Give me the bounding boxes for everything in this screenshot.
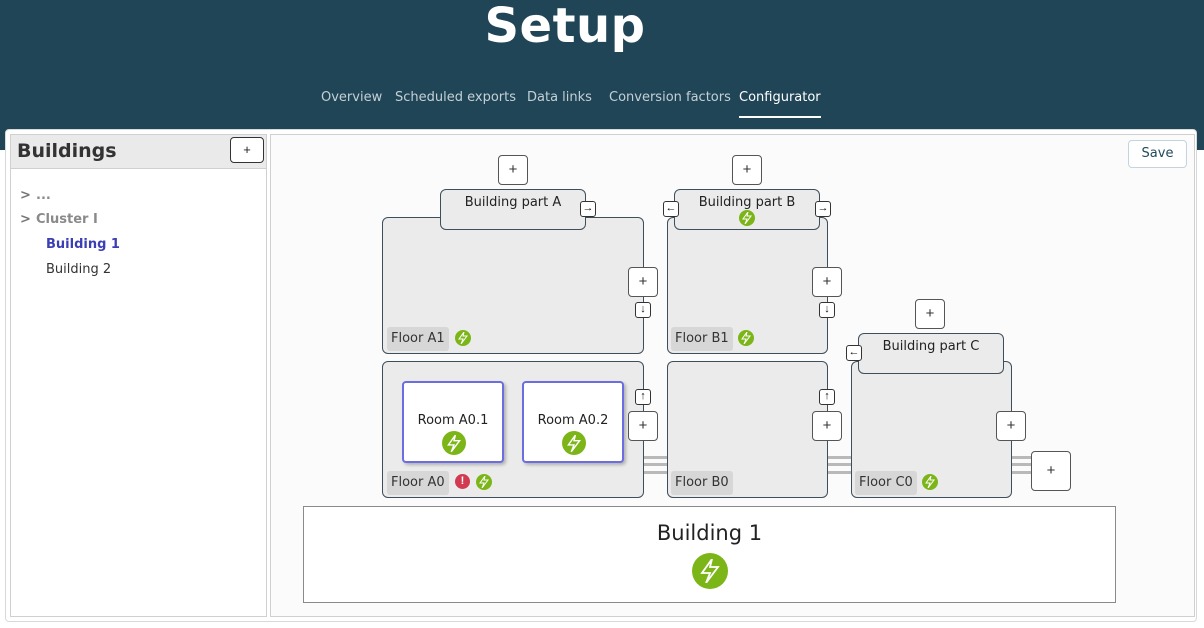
floor-a1-label: Floor A1: [387, 327, 449, 351]
save-button[interactable]: Save: [1128, 140, 1187, 168]
building-part-a-header[interactable]: Building part A: [440, 189, 586, 230]
move-right-arrow-icon[interactable]: →: [815, 201, 831, 217]
energy-bolt-icon: [442, 431, 466, 455]
energy-bolt-icon: [562, 431, 586, 455]
app-header: Setup Overview Scheduled exports Data li…: [0, 0, 1204, 150]
energy-bolt-icon: [476, 474, 492, 490]
floor-b0-label: Floor B0: [671, 471, 733, 495]
add-room-c0-button[interactable]: +: [996, 411, 1026, 441]
tab-scheduled-exports[interactable]: Scheduled exports: [395, 90, 517, 105]
room-label: Room A0.1: [417, 413, 489, 428]
sidebar-title: Buildings: [17, 140, 117, 162]
building-part-c-label: Building part C: [882, 339, 980, 354]
add-floor-a-button[interactable]: +: [628, 267, 658, 297]
energy-bolt-icon: [739, 210, 755, 226]
room-a0-2[interactable]: Room A0.2: [522, 381, 624, 463]
energy-bolt-icon: [922, 474, 938, 490]
add-building-button[interactable]: +: [230, 137, 264, 163]
tree-item-building-2[interactable]: Building 2: [46, 262, 112, 277]
move-right-arrow-icon[interactable]: →: [580, 201, 596, 217]
tree-item-ellipsis[interactable]: > ...: [20, 188, 51, 203]
add-building-part-button[interactable]: +: [1031, 451, 1071, 491]
tree-item-building-1[interactable]: Building 1: [46, 237, 120, 252]
floor-connector: [1011, 456, 1032, 474]
building-part-b-label: Building part B: [698, 195, 796, 210]
tab-overview[interactable]: Overview: [321, 90, 383, 105]
sidebar-header: Buildings +: [11, 135, 266, 169]
add-floor-above-a-button[interactable]: +: [498, 155, 528, 185]
tab-configurator[interactable]: Configurator: [739, 90, 821, 118]
warning-icon: !: [455, 474, 470, 489]
tab-bar: Overview Scheduled exports Data links Co…: [0, 90, 1204, 120]
move-up-arrow-icon[interactable]: ↑: [819, 389, 835, 405]
chevron-right-icon[interactable]: >: [20, 188, 31, 203]
move-down-arrow-icon[interactable]: ↓: [635, 302, 651, 318]
energy-bolt-icon: [455, 330, 471, 346]
tree-item-cluster-i[interactable]: > Cluster I: [20, 212, 98, 227]
energy-bolt-icon: [738, 330, 754, 346]
page-title: Setup: [484, 0, 646, 54]
move-down-arrow-icon[interactable]: ↓: [819, 302, 835, 318]
add-floor-above-b-button[interactable]: +: [732, 155, 762, 185]
floor-a0-label: Floor A0: [387, 471, 449, 495]
floor-c0-label: Floor C0: [855, 471, 917, 495]
add-room-a0-button[interactable]: +: [628, 411, 658, 441]
add-room-b0-button[interactable]: +: [812, 411, 842, 441]
building-part-a-label: Building part A: [464, 195, 562, 210]
room-a0-1[interactable]: Room A0.1: [402, 381, 504, 463]
buildings-sidebar: Buildings + > ... > Cluster I Building 1…: [10, 134, 267, 617]
building-part-c-header[interactable]: Building part C: [858, 333, 1004, 374]
move-left-arrow-icon[interactable]: ←: [846, 345, 862, 361]
chevron-right-icon[interactable]: >: [20, 212, 31, 227]
floor-b1-label: Floor B1: [671, 327, 733, 351]
tab-conversion-factors[interactable]: Conversion factors: [609, 90, 731, 105]
floor-connector: [828, 456, 851, 474]
room-label: Room A0.2: [537, 413, 609, 428]
move-up-arrow-icon[interactable]: ↑: [635, 389, 651, 405]
move-left-arrow-icon[interactable]: ←: [663, 201, 679, 217]
add-floor-above-c-button[interactable]: +: [915, 299, 945, 329]
building-base[interactable]: Building 1: [303, 506, 1116, 603]
add-floor-b-button[interactable]: +: [812, 267, 842, 297]
building-label: Building 1: [656, 521, 763, 545]
energy-bolt-icon: [692, 553, 728, 589]
tab-data-links[interactable]: Data links: [527, 90, 592, 105]
floor-connector: [644, 456, 667, 474]
